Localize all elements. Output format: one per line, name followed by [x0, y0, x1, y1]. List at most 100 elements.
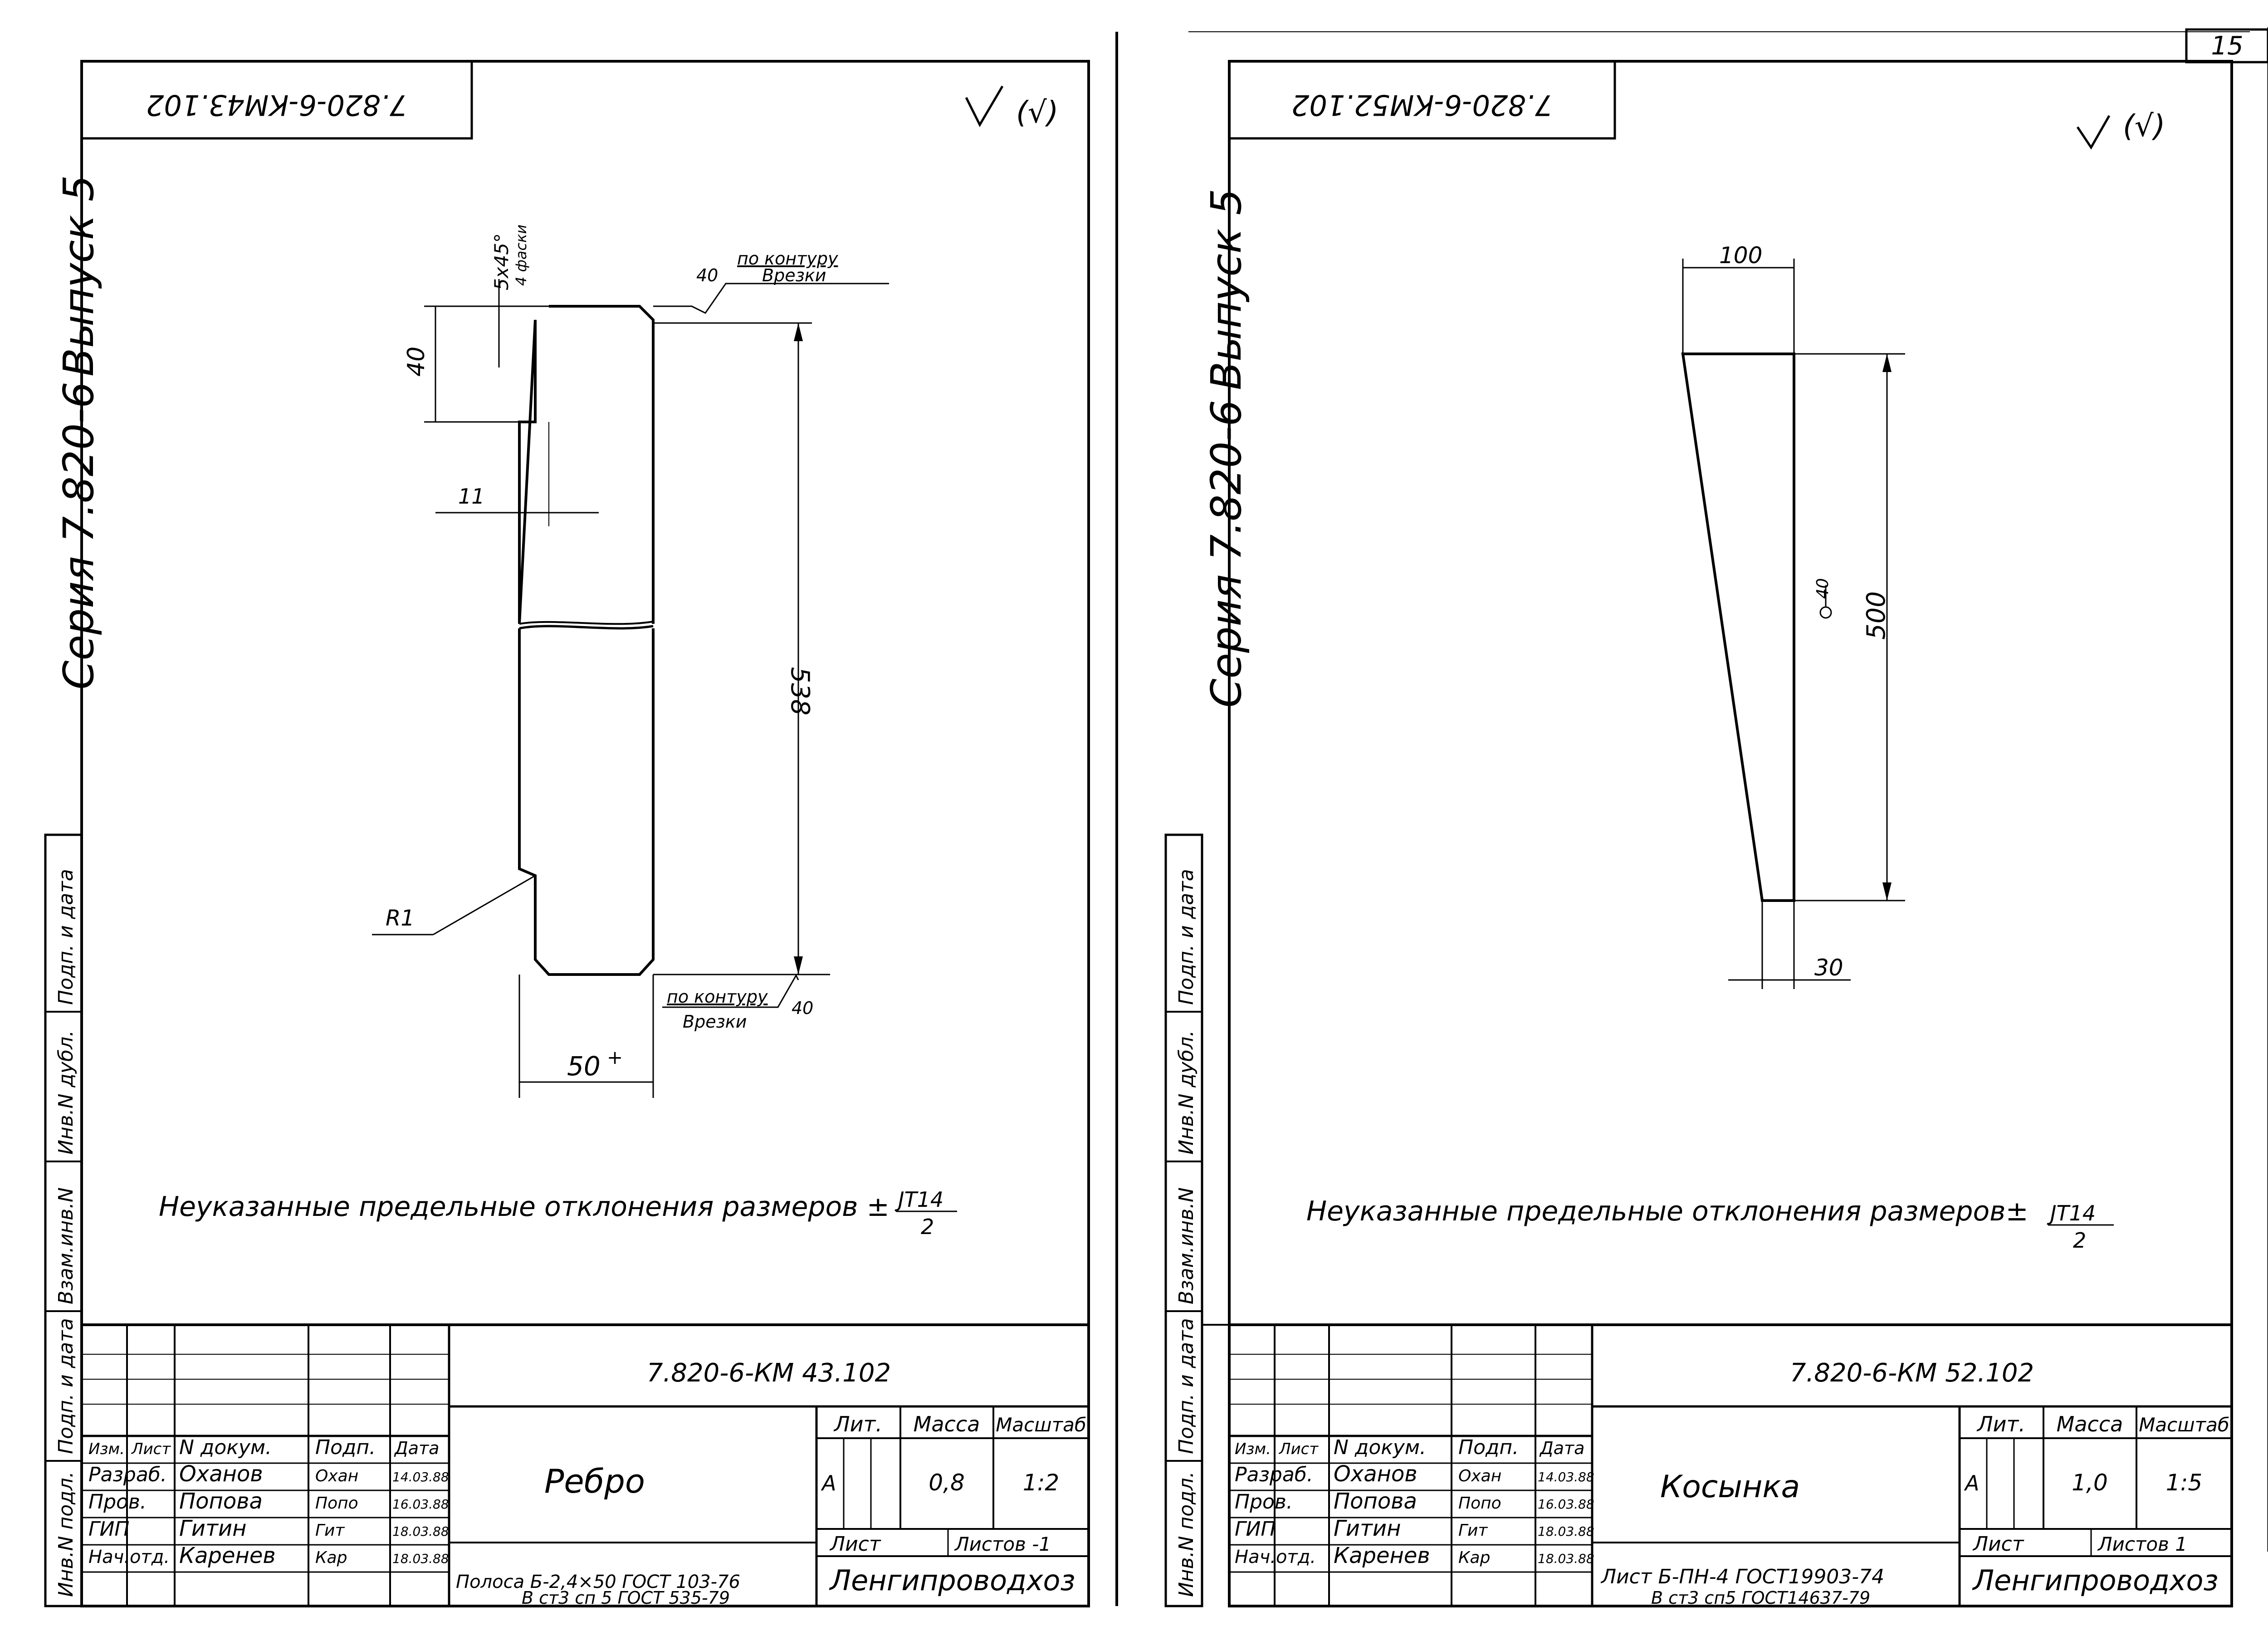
left-role-1: Разраб.: [88, 1463, 167, 1486]
left-side-series: Серия 7.820-6: [54, 382, 103, 690]
right-name-4: Каренев: [1334, 1543, 1430, 1568]
right-code-box: 7.820-6-КМ52.102: [1228, 60, 1616, 140]
left-sign-4: Кар: [315, 1548, 347, 1567]
right-name-1: Оханов: [1334, 1461, 1418, 1487]
left-side-issue: Выпуск 5: [54, 175, 103, 377]
right-sign-3: Гит: [1458, 1521, 1488, 1540]
left-field-2: Инв.N дубл.: [54, 1030, 78, 1155]
right-doc-code: 7.820-6-КМ 52.102: [1790, 1358, 2034, 1388]
left-roughness-text: (√): [1016, 95, 1059, 130]
right-material: Лист Б-ПН-4 ГОСТ19903-74: [1600, 1565, 1884, 1588]
dim-50-suffix: +: [607, 1046, 623, 1068]
dim-30: 30: [1814, 955, 1843, 981]
left-hdr-mass: Масса: [914, 1412, 980, 1436]
left-name-4: Каренев: [179, 1543, 276, 1568]
dim-50: 50: [567, 1051, 601, 1082]
left-date-4: 18.03.88: [392, 1551, 449, 1566]
left-sign-2: Попо: [315, 1494, 358, 1513]
right-sheet: 7.820-6-КМ52.102 (√) Серия 7.820-6 Выпус…: [1164, 60, 2233, 1608]
right-role-3: ГИП: [1235, 1518, 1276, 1541]
right-field-5: Инв.N подл.: [1175, 1471, 1198, 1597]
left-role-3: ГИП: [88, 1518, 130, 1541]
left-hdr-ndoc: N докум.: [179, 1436, 272, 1459]
left-frame: [80, 60, 1090, 1607]
left-name-2: Попова: [179, 1489, 263, 1514]
left-name-1: Оханов: [179, 1461, 263, 1487]
left-side-stamp: Подп. и дата Инв.N дубл. Взам.инв.N Подп…: [44, 833, 83, 1607]
left-field-1: Подп. и дата: [54, 869, 78, 1005]
right-field-4: Подп. и дата: [1175, 1318, 1198, 1454]
weld-top-cut: Врезки: [762, 265, 826, 285]
left-date-3: 18.03.88: [392, 1524, 449, 1539]
rib-part-outline: [518, 305, 655, 976]
right-sign-1: Охан: [1458, 1467, 1501, 1485]
right-sheets-label: Листов 1: [2097, 1533, 2187, 1555]
right-note-text: Неуказанные предельные отклонения размер…: [1306, 1195, 2028, 1227]
dim-chamfer-note: 4 фаски: [513, 225, 530, 286]
right-code-text: 7.820-6-КМ52.102: [1291, 88, 1553, 122]
left-roughness-mark: (√): [965, 85, 1059, 130]
right-note-frac-bottom: 2: [2073, 1228, 2086, 1253]
right-hdr-mass: Масса: [2057, 1412, 2123, 1436]
rib-dimensions: 40 5x45° 4 фаски 11 538 R1 50: [372, 225, 889, 1098]
left-tolerance-note: Неуказанные предельные отклонения размер…: [159, 1187, 957, 1239]
right-side-stamp: Подп. и дата Инв.N дубл. Взам.инв.N Подп…: [1164, 833, 1229, 1607]
weld-top-40: 40: [696, 265, 718, 285]
right-hdr-scale: Масштаб: [2139, 1414, 2229, 1436]
left-doc-code: 7.820-6-КМ 43.102: [647, 1358, 891, 1388]
right-role-2: Пров.: [1235, 1490, 1293, 1514]
left-title-block: Изм. Лист N докум. Подп. Дата Разраб. Ох…: [80, 1323, 1090, 1608]
left-sign-3: Гит: [315, 1521, 345, 1540]
weld-bottom-contour: по контуру: [667, 987, 768, 1007]
left-field-3: Взам.инв.N: [54, 1187, 78, 1304]
left-org: Ленгипроводхоз: [829, 1564, 1075, 1597]
right-hdr-ndoc: N докум.: [1334, 1436, 1426, 1459]
left-code-box: 7.820-6-КМ43.102: [80, 60, 473, 140]
left-material: Полоса Б-2,4×50 ГОСТ 103-76: [456, 1572, 740, 1592]
right-name-3: Гитин: [1334, 1516, 1401, 1541]
left-field-4: Подп. и дата: [54, 1318, 78, 1454]
right-material-2: В ст3 сп5 ГОСТ14637-79: [1651, 1588, 1870, 1608]
weld-top-contour: по контуру: [737, 249, 838, 269]
left-hdr-lit: Лит.: [833, 1412, 882, 1436]
left-role-2: Пров.: [88, 1490, 147, 1514]
page-number-box: 15: [2185, 28, 2268, 64]
left-hdr-date: Дата: [394, 1438, 439, 1458]
left-role-4: Нач.отд.: [88, 1547, 170, 1567]
right-roughness-mark: (√): [2076, 108, 2165, 150]
left-note-text: Неуказанные предельные отклонения размер…: [159, 1191, 890, 1223]
right-title-block: Изм. Лист N докум. Подп. Дата Разраб. Ох…: [1228, 1323, 2233, 1608]
left-sign-1: Охан: [315, 1467, 358, 1485]
right-role-4: Нач.отд.: [1235, 1547, 1316, 1567]
dim-538: 538: [785, 667, 815, 715]
left-date-2: 16.03.88: [392, 1497, 449, 1512]
dim-chamfer: 5x45°: [490, 233, 513, 290]
right-sheet-label: Лист: [1972, 1533, 2024, 1556]
left-part-name: Ребро: [544, 1462, 645, 1500]
right-frame: [1228, 60, 2233, 1607]
left-hdr-sign: Подп.: [315, 1436, 376, 1459]
right-part-name: Косынка: [1660, 1469, 1800, 1505]
right-hdr-lit: Лит.: [1976, 1412, 2025, 1436]
left-date-1: 14.03.88: [392, 1469, 449, 1484]
left-code-text: 7.820-6-КМ43.102: [146, 88, 407, 122]
left-note-frac-bottom: 2: [921, 1215, 934, 1239]
dim-40: 40: [403, 347, 430, 377]
right-tolerance-note: Неуказанные предельные отклонения размер…: [1306, 1195, 2114, 1253]
left-sheet: 7.820-6-КМ43.102 (√) Серия 7.820-6 Выпус…: [44, 60, 1090, 1608]
gusset-weld-40: 40: [1813, 578, 1832, 599]
page-number: 15: [2211, 31, 2243, 61]
dim-11: 11: [458, 484, 485, 509]
right-lit: А: [1964, 1471, 1979, 1495]
weld-bottom-40: 40: [792, 998, 813, 1018]
left-hdr-izm: Изм.: [88, 1440, 125, 1458]
right-hdr-izm: Изм.: [1235, 1440, 1271, 1458]
right-side-series: Серия 7.820-6: [1202, 400, 1251, 708]
right-sign-4: Кар: [1458, 1548, 1490, 1567]
left-sheet-label: Лист: [829, 1533, 881, 1556]
right-hdr-list: Лист: [1278, 1440, 1319, 1458]
left-scale: 1:2: [1023, 1469, 1059, 1496]
right-mass: 1,0: [2072, 1469, 2108, 1496]
right-field-1: Подп. и дата: [1175, 869, 1198, 1005]
